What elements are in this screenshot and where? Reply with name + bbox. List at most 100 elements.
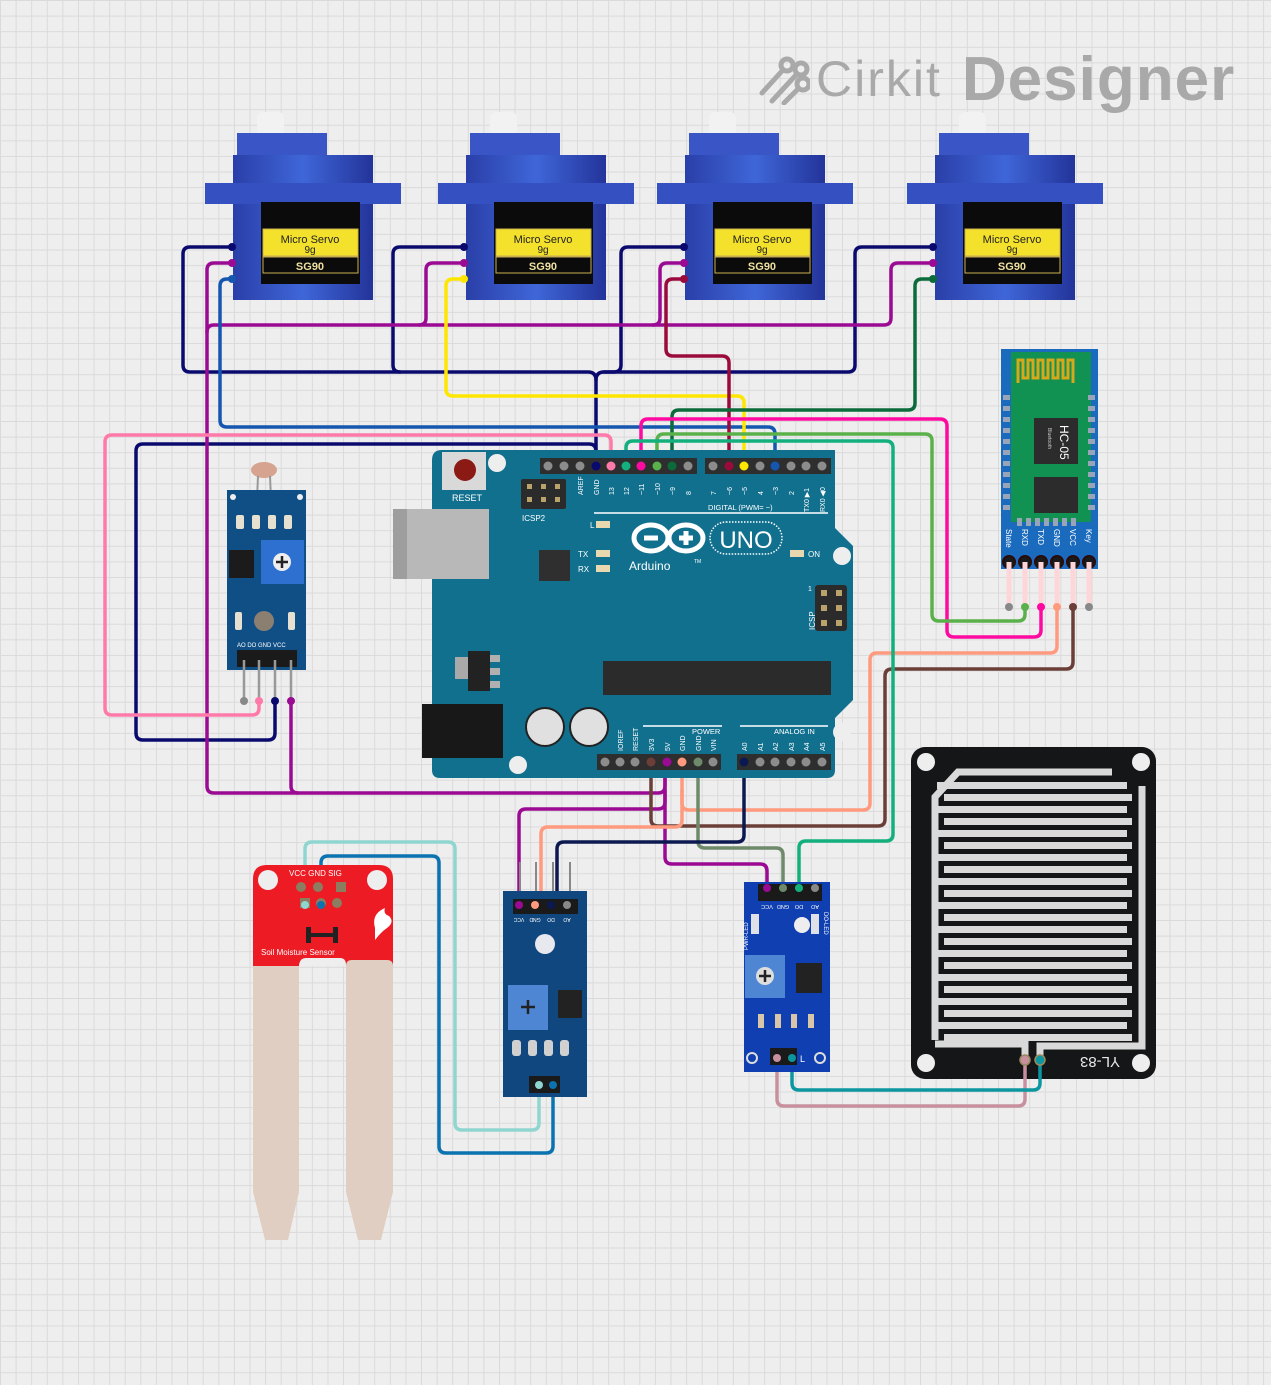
arduino-pin-2[interactable]: [786, 461, 796, 471]
wire-soil-module-gnd[interactable]: [539, 788, 684, 907]
arduino-power-pin-vin[interactable]: [708, 757, 718, 767]
wire-yl83-b[interactable]: [790, 1056, 1042, 1092]
arduino-pin-gnd[interactable]: [591, 461, 601, 471]
rain-module-pin-a[interactable]: [773, 1054, 781, 1062]
arduino-pin-nc[interactable]: [559, 461, 569, 471]
wire-servo3-signal[interactable]: [664, 277, 731, 468]
rain-module-pin-gnd[interactable]: [779, 884, 787, 892]
arduino-pin-6[interactable]: [724, 461, 734, 471]
arduino-pin-13[interactable]: [606, 461, 616, 471]
soil-module-pin-vcc[interactable]: [515, 901, 523, 909]
arduino-analog-pin-a5[interactable]: [817, 757, 827, 767]
hc05-pin-gnd[interactable]: [1053, 603, 1061, 611]
servo-pin-pwm[interactable]: [460, 275, 468, 283]
servo-pin-gnd[interactable]: [228, 243, 236, 251]
arduino-pin-11[interactable]: [636, 461, 646, 471]
soil-pin-vcc[interactable]: [301, 901, 309, 909]
arduino-pin-aref[interactable]: [575, 461, 585, 471]
wire-ldr-do[interactable]: [103, 433, 613, 717]
wire-soil-module-a0[interactable]: [555, 761, 746, 907]
ldr-sensor-module[interactable]: AO DO GND VCC: [227, 462, 306, 705]
arduino-power-pin-5v[interactable]: [662, 757, 672, 767]
arduino-pin-8[interactable]: [683, 461, 693, 471]
hc05-pin-txd[interactable]: [1037, 603, 1045, 611]
servo-pin-gnd[interactable]: [929, 243, 937, 251]
arduino-pin-nc[interactable]: [543, 461, 553, 471]
soil-module-pin-gnd[interactable]: [531, 901, 539, 909]
hc05-pin-vcc[interactable]: [1069, 603, 1077, 611]
servo-pin-vcc[interactable]: [929, 259, 937, 267]
soil-moisture-sensor[interactable]: VCC GND SIG Soil Moisture Sensor: [253, 865, 393, 1240]
arduino-power-pin-gnd[interactable]: [693, 757, 703, 767]
servo-horn[interactable]: [490, 112, 517, 136]
wire-gnd-servo3[interactable]: [594, 245, 686, 382]
wire-hc05-rxd[interactable]: [655, 432, 1027, 623]
wire-vcc-rain-module[interactable]: [663, 788, 769, 889]
wire-servo1-signal[interactable]: [218, 277, 777, 468]
wire-rain-do[interactable]: [624, 439, 895, 889]
rain-module-pin-vcc[interactable]: [763, 884, 771, 892]
wire-gnd-servo4[interactable]: [602, 245, 935, 374]
arduino-power-pin-reset[interactable]: [630, 757, 640, 767]
hc05-pin-key[interactable]: [1085, 603, 1093, 611]
ldr-pin-vcc[interactable]: [287, 697, 295, 705]
wire-gnd-servo2[interactable]: [391, 245, 466, 374]
arduino-pin-7[interactable]: [708, 461, 718, 471]
soil-pin-gnd[interactable]: [317, 901, 325, 909]
arduino-analog-pin-a3[interactable]: [786, 757, 796, 767]
rain-module-pin-b[interactable]: [788, 1054, 796, 1062]
soil-module-pin-do[interactable]: [547, 901, 555, 909]
arduino-power-pin-3v3[interactable]: [646, 757, 656, 767]
servo-pin-vcc[interactable]: [680, 259, 688, 267]
wire-vcc-servo2[interactable]: [417, 261, 466, 327]
wire-gnd-ldr[interactable]: [134, 442, 598, 742]
servo-pin-vcc[interactable]: [228, 259, 236, 267]
servo-pin-gnd[interactable]: [680, 243, 688, 251]
reset-button-cap[interactable]: [454, 459, 476, 481]
soil-module-pin-ao[interactable]: [563, 901, 571, 909]
wire-vcc-ldr[interactable]: [289, 699, 300, 795]
arduino-analog-pin-a4[interactable]: [801, 757, 811, 767]
hc05-pin-state[interactable]: [1005, 603, 1013, 611]
arduino-analog-pin-a0[interactable]: [739, 757, 749, 767]
ldr-pin-do[interactable]: [255, 697, 263, 705]
rain-sensor-board[interactable]: YL-83: [911, 747, 1156, 1079]
soil-module-pin-plus[interactable]: [535, 1081, 543, 1089]
arduino-power-pin-ioref[interactable]: [615, 757, 625, 767]
wire-hc05-txd[interactable]: [639, 417, 1043, 639]
arduino-pin-rx00[interactable]: [817, 461, 827, 471]
servo-horn[interactable]: [257, 112, 284, 136]
rain-module-pin-do[interactable]: [795, 884, 803, 892]
arduino-pin-4[interactable]: [755, 461, 765, 471]
wire-servo2-signal[interactable]: [444, 277, 746, 468]
wire-hc05-gnd[interactable]: [680, 605, 1059, 812]
rain-module-pin-ao[interactable]: [811, 884, 819, 892]
arduino-pin-12[interactable]: [621, 461, 631, 471]
arduino-pin-3[interactable]: [770, 461, 780, 471]
wire-gnd-servo1[interactable]: [181, 245, 598, 468]
wire-soil-gnd[interactable]: [319, 854, 555, 1155]
servo-pin-vcc[interactable]: [460, 259, 468, 267]
arduino-power-pin-gnd[interactable]: [677, 757, 687, 767]
arduino-analog-pin-a2[interactable]: [770, 757, 780, 767]
servo-pin-gnd[interactable]: [460, 243, 468, 251]
wire-soil-vcc[interactable]: [303, 840, 541, 1132]
wire-vcc-servo-bus[interactable]: [205, 261, 935, 334]
wire-vcc-servo3[interactable]: [651, 261, 686, 327]
arduino-analog-pin-a1[interactable]: [755, 757, 765, 767]
arduino-pin-5[interactable]: [739, 461, 749, 471]
ldr-pin-gnd[interactable]: [271, 697, 279, 705]
hc05-pin-rxd[interactable]: [1021, 603, 1029, 611]
yl83-pin-b[interactable]: [1034, 1054, 1046, 1066]
servo-pin-pwm[interactable]: [228, 275, 236, 283]
ldr-pin-ao[interactable]: [240, 697, 248, 705]
wire-yl83-a[interactable]: [775, 1056, 1027, 1108]
